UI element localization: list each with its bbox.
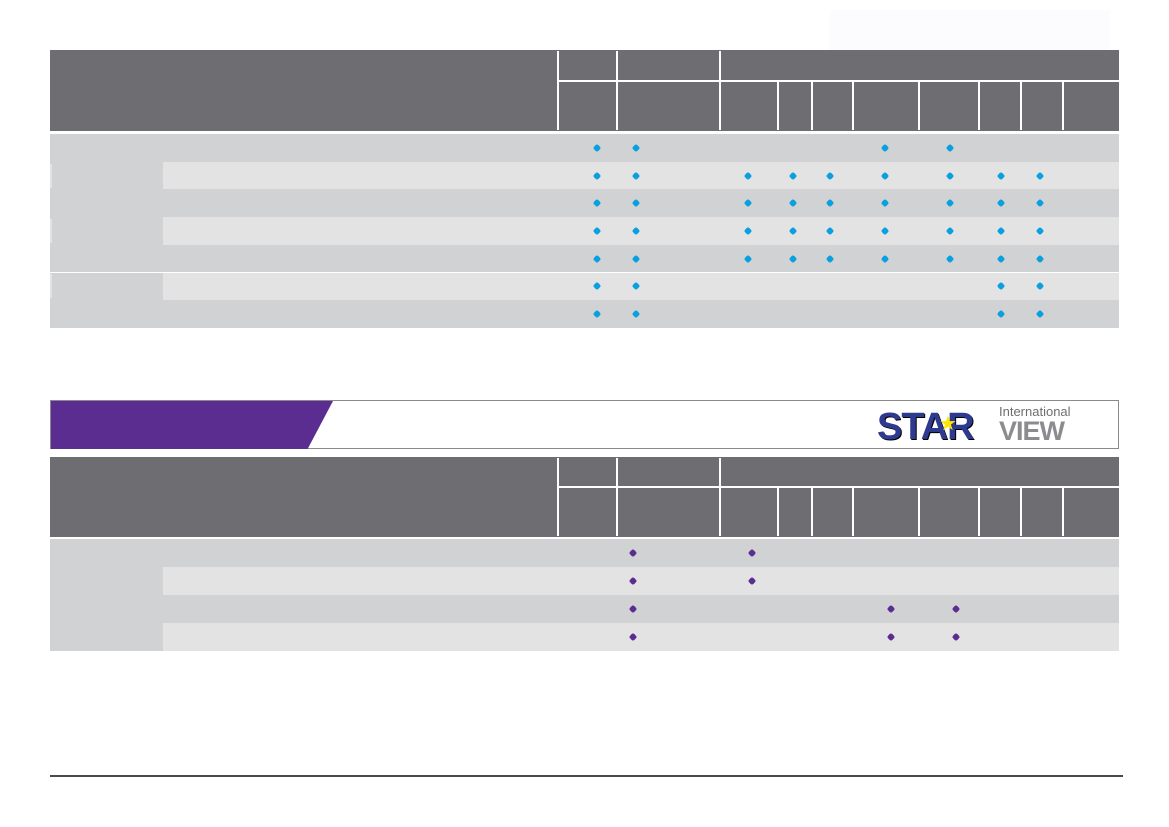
- table-1-row: [50, 189, 1119, 218]
- logo-international-word: International: [999, 404, 1071, 419]
- table-2-row: [50, 595, 1119, 623]
- table-1-row: [50, 134, 1119, 162]
- table-1-row: [50, 300, 1119, 328]
- starview-logo: STAR ★ International VIEW: [877, 404, 1081, 448]
- footer-rule: [50, 775, 1123, 777]
- group-label-cell: [50, 272, 163, 301]
- logo-star-word: STAR: [877, 406, 975, 448]
- table-1-row: [50, 272, 1119, 301]
- table-2-row: [50, 539, 1119, 567]
- group-divider-notch: [50, 274, 52, 298]
- section-banner: STAR ★ International VIEW: [50, 400, 1119, 449]
- table-2-row: [50, 567, 1119, 595]
- table-1-row: [50, 217, 1119, 245]
- table-1-row: [50, 161, 1119, 190]
- table-1-row: [50, 244, 1119, 273]
- top-right-blank-box: [830, 10, 1110, 50]
- group-divider-notch: [50, 219, 52, 243]
- banner-purple-tab: [51, 401, 333, 449]
- group-label-cell: [50, 623, 163, 651]
- logo-view-word: VIEW: [999, 416, 1065, 446]
- group-label-cell: [50, 567, 163, 595]
- table-2-header: [50, 457, 1119, 537]
- star-icon: ★: [939, 413, 957, 435]
- group-label-cell: [50, 217, 163, 245]
- table-2-row: [50, 623, 1119, 651]
- group-divider-notch: [50, 164, 52, 188]
- table-1-header: [50, 50, 1119, 131]
- group-label-cell: [50, 161, 163, 190]
